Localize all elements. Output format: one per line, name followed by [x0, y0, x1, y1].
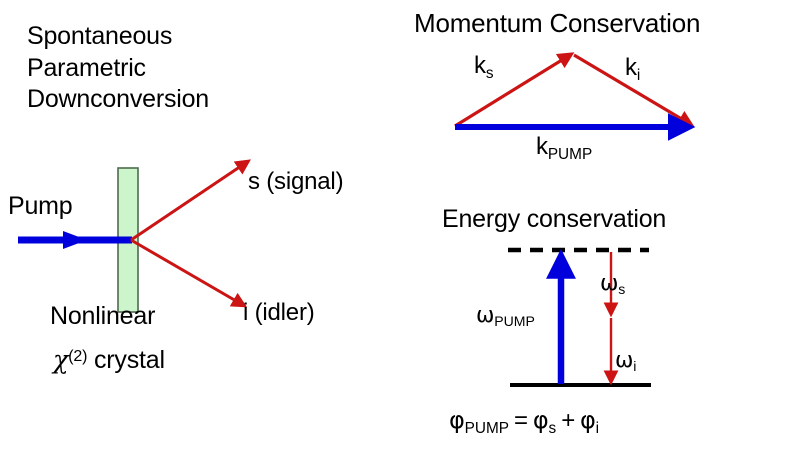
crystal-label-line-1: Nonlinear — [50, 302, 156, 330]
energy-level-group — [508, 247, 651, 387]
k-pump-label: kPUMP — [536, 133, 593, 163]
page-title-line-1: Spontaneous — [27, 22, 173, 50]
k-signal-label: ks — [474, 52, 494, 82]
crystal-label-line-2: χ(2) crystal — [53, 345, 165, 376]
signal-output-label: s (signal) — [248, 168, 344, 195]
idler-output-label: i (idler) — [243, 299, 315, 326]
equals-operator: = — [514, 407, 528, 434]
phi-idler-symbol: φ — [580, 406, 596, 434]
idler-photon-arrow — [130, 238, 248, 308]
page-title-line-3: Downconversion — [27, 85, 210, 113]
k-signal-base: k — [474, 52, 486, 79]
pump-beam-label: Pump — [8, 192, 73, 220]
k-idler-label: ki — [625, 54, 641, 84]
omega-idler-label: ωi — [615, 347, 636, 374]
k-signal-vector — [454, 52, 575, 128]
phi-signal-subscript: s — [548, 419, 557, 437]
phi-pump-subscript: PUMP — [464, 419, 510, 437]
momentum-triangle-group — [454, 52, 696, 141]
phase-matching-equation: φPUMP=φs+φi — [449, 406, 600, 437]
momentum-section-title: Momentum Conservation — [414, 8, 701, 38]
energy-section-title: Energy conservation — [442, 205, 667, 233]
k-idler-subscript: i — [636, 66, 641, 84]
phi-pump-symbol: φ — [449, 406, 465, 434]
crystal-word: crystal — [87, 346, 165, 374]
chi-order-superscript: (2) — [68, 348, 88, 366]
omega-idler-symbol: ω — [615, 348, 634, 373]
phi-idler-subscript: i — [595, 419, 600, 437]
k-pump-base: k — [536, 133, 548, 160]
omega-pump-symbol: ω — [476, 303, 495, 328]
page-title-line-2: Parametric — [27, 53, 146, 82]
omega-pump-subscript: PUMP — [494, 313, 535, 330]
k-idler-vector — [573, 53, 695, 127]
phi-signal-symbol: φ — [532, 406, 549, 434]
omega-signal-label: ωs — [600, 270, 625, 297]
k-pump-subscript: PUMP — [547, 145, 593, 163]
spdc-setup-group — [18, 159, 251, 313]
chi-symbol: χ — [53, 345, 69, 375]
omega-pump-label: ωPUMP — [476, 302, 535, 329]
omega-signal-symbol: ω — [600, 271, 619, 296]
omega-idler-subscript: i — [633, 358, 637, 375]
pump-beam-arrowhead — [63, 231, 87, 249]
omega-signal-subscript: s — [618, 281, 626, 298]
page-title: Spontaneous Parametric Downconversion — [27, 22, 209, 117]
signal-photon-arrow — [130, 159, 251, 242]
plus-operator: + — [561, 407, 576, 434]
k-signal-subscript: s — [485, 64, 494, 82]
k-idler-base: k — [625, 54, 637, 81]
